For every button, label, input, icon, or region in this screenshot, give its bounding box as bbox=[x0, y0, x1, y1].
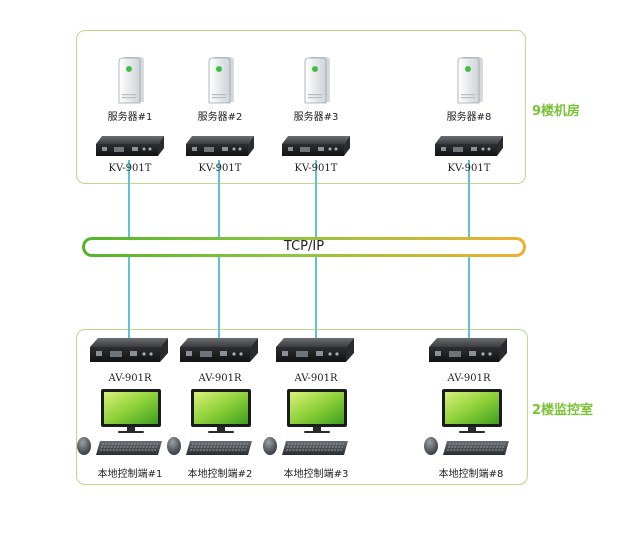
server-name: 服务器#2 bbox=[197, 112, 243, 123]
server-name: 服务器#1 bbox=[107, 112, 153, 123]
extender-model: KV-901T bbox=[294, 163, 338, 174]
extender-model: KV-901T bbox=[108, 163, 152, 174]
console-name: 本地控制端#2 bbox=[187, 469, 253, 480]
receiver-model: AV-901R bbox=[447, 373, 491, 384]
receiver-model: AV-901R bbox=[294, 373, 338, 384]
keyboard-icon bbox=[186, 441, 252, 455]
monitor-icon bbox=[101, 389, 161, 433]
server-tower-icon bbox=[208, 57, 234, 104]
kvm-extender-icon bbox=[435, 136, 503, 156]
mouse-icon bbox=[263, 437, 277, 455]
mouse-icon bbox=[167, 437, 181, 455]
server-room-panel bbox=[76, 30, 526, 184]
link-line-1-top bbox=[128, 160, 130, 238]
server-tower-icon bbox=[457, 57, 483, 104]
kvm-extender-icon bbox=[90, 338, 168, 362]
server-tower-icon bbox=[118, 57, 144, 104]
console-name: 本地控制端#1 bbox=[97, 469, 163, 480]
kvm-extender-icon bbox=[96, 136, 164, 156]
mouse-icon bbox=[77, 437, 91, 455]
receiver-model: AV-901R bbox=[108, 373, 152, 384]
server-tower-icon bbox=[304, 57, 330, 104]
keyboard-icon bbox=[96, 441, 162, 455]
mouse-icon bbox=[424, 437, 438, 455]
link-line-2-bottom bbox=[218, 257, 220, 343]
extender-model: KV-901T bbox=[447, 163, 491, 174]
link-line-2-top bbox=[218, 160, 220, 238]
keyboard-icon bbox=[443, 441, 509, 455]
kvm-extender-icon bbox=[276, 338, 354, 362]
link-line-3-top bbox=[315, 160, 317, 238]
server-name: 服务器#8 bbox=[446, 112, 492, 123]
extender-model: KV-901T bbox=[198, 163, 242, 174]
receiver-model: AV-901R bbox=[198, 373, 242, 384]
server-room-label: 9楼机房 bbox=[532, 104, 581, 119]
console-name: 本地控制端#8 bbox=[438, 469, 504, 480]
link-line-1-bottom bbox=[128, 257, 130, 343]
server-name: 服务器#3 bbox=[293, 112, 339, 123]
monitor-room-label: 2楼监控室 bbox=[532, 403, 594, 418]
link-line-8-bottom bbox=[468, 257, 470, 343]
kvm-extender-icon bbox=[186, 136, 254, 156]
link-line-8-top bbox=[468, 160, 470, 238]
kvm-extender-icon bbox=[282, 136, 350, 156]
kvm-extender-icon bbox=[429, 338, 507, 362]
monitor-icon bbox=[191, 389, 251, 433]
console-name: 本地控制端#3 bbox=[283, 469, 349, 480]
tcp-ip-network-bar: TCP/IP bbox=[82, 237, 526, 257]
monitor-icon bbox=[287, 389, 347, 433]
kvm-extender-icon bbox=[180, 338, 258, 362]
keyboard-icon bbox=[282, 441, 348, 455]
link-line-3-bottom bbox=[315, 257, 317, 343]
monitor-icon bbox=[442, 389, 502, 433]
